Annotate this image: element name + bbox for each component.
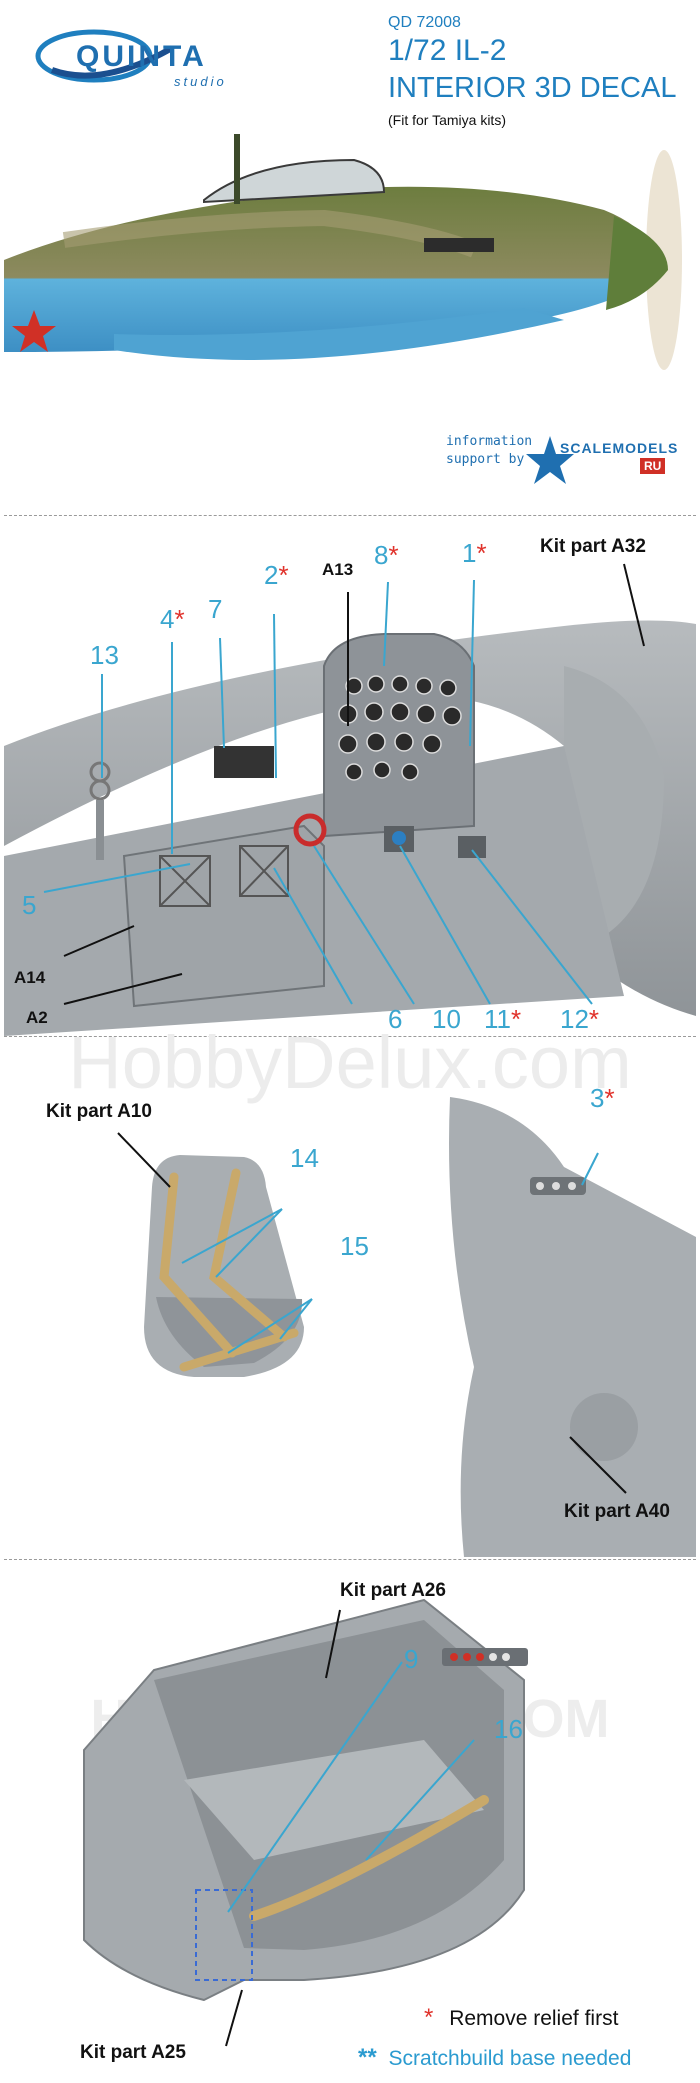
callout-13: 13: [90, 640, 119, 670]
cockpit-illustration: [4, 563, 696, 1036]
cockpit-panel: Kit part A32 A13 A14 A2 13 4* 7 2* 8* 1*…: [4, 516, 696, 1037]
callout-14: 14: [290, 1143, 319, 1173]
label-kit-part-a26: Kit part A26: [340, 1580, 446, 1601]
partner-tld-badge: RU: [640, 458, 666, 474]
tub-panel: HOBBYDELUX.COM Kit part A26 9 16 Kit par…: [4, 1560, 696, 2083]
tub-illustration: [83, 1598, 528, 2047]
scale-model-title: 1/72 IL-2: [388, 34, 507, 67]
watermark: HobbyDelux.com: [68, 1021, 632, 1104]
callout-5: 5: [22, 890, 37, 920]
callout-4: 4*: [160, 604, 185, 634]
callout-8: 8*: [374, 540, 399, 570]
scalemodels-logo-icon: [526, 436, 574, 484]
label-a14: A14: [14, 968, 46, 987]
callout-11: 11*: [484, 1004, 522, 1034]
legend-double-star-row: ** Scratchbuild base needed: [358, 2044, 631, 2072]
callout-3: 3*: [590, 1083, 615, 1113]
callout-16: 16: [494, 1714, 523, 1744]
callout-12: 12*: [560, 1004, 600, 1034]
callout-7: 7: [208, 594, 223, 624]
legend-double-star-text: Scratchbuild base needed: [388, 2047, 632, 2070]
callout-9: 9: [404, 1644, 419, 1674]
header-panel: QUINTA studio QD 72008 1/72 IL-2 INTERIO…: [4, 0, 696, 516]
legend-star-text: Remove relief first: [449, 2007, 619, 2030]
legend-star-row: * Remove relief first: [424, 2004, 618, 2032]
info-support-line2: support by: [446, 452, 525, 467]
info-support-line1: information: [446, 434, 533, 449]
callout-6: 6: [388, 1004, 403, 1034]
partner-name: SCALEMODELS: [560, 440, 679, 456]
callout-1: 1*: [462, 538, 487, 568]
seat-panel: Kit part A10 14 15 3* Kit part A40: [4, 1037, 696, 1560]
label-a13: A13: [322, 560, 354, 579]
product-title: INTERIOR 3D DECAL: [388, 72, 677, 104]
label-a2: A2: [26, 1008, 48, 1027]
label-kit-part-a40: Kit part A40: [564, 1501, 670, 1522]
callout-10: 10: [432, 1004, 461, 1034]
seat-illustration: [117, 1097, 696, 1557]
product-code: QD 72008: [388, 14, 461, 31]
callout-15: 15: [340, 1231, 369, 1261]
brand-sub: studio: [174, 74, 227, 89]
fit-note: (Fit for Tamiya kits): [388, 112, 506, 128]
brand-name: QUINTA: [76, 40, 207, 73]
il2-aircraft-illustration: [4, 134, 682, 370]
callout-2: 2*: [264, 560, 289, 590]
label-kit-part-a32: Kit part A32: [540, 536, 646, 557]
label-kit-part-a10: Kit part A10: [46, 1101, 152, 1122]
legend-double-star-symbol: **: [358, 2044, 377, 2071]
quinta-logo-swoosh-icon: [35, 29, 174, 83]
legend-star-symbol: *: [424, 2004, 434, 2031]
label-kit-part-a25: Kit part A25: [80, 2042, 186, 2063]
